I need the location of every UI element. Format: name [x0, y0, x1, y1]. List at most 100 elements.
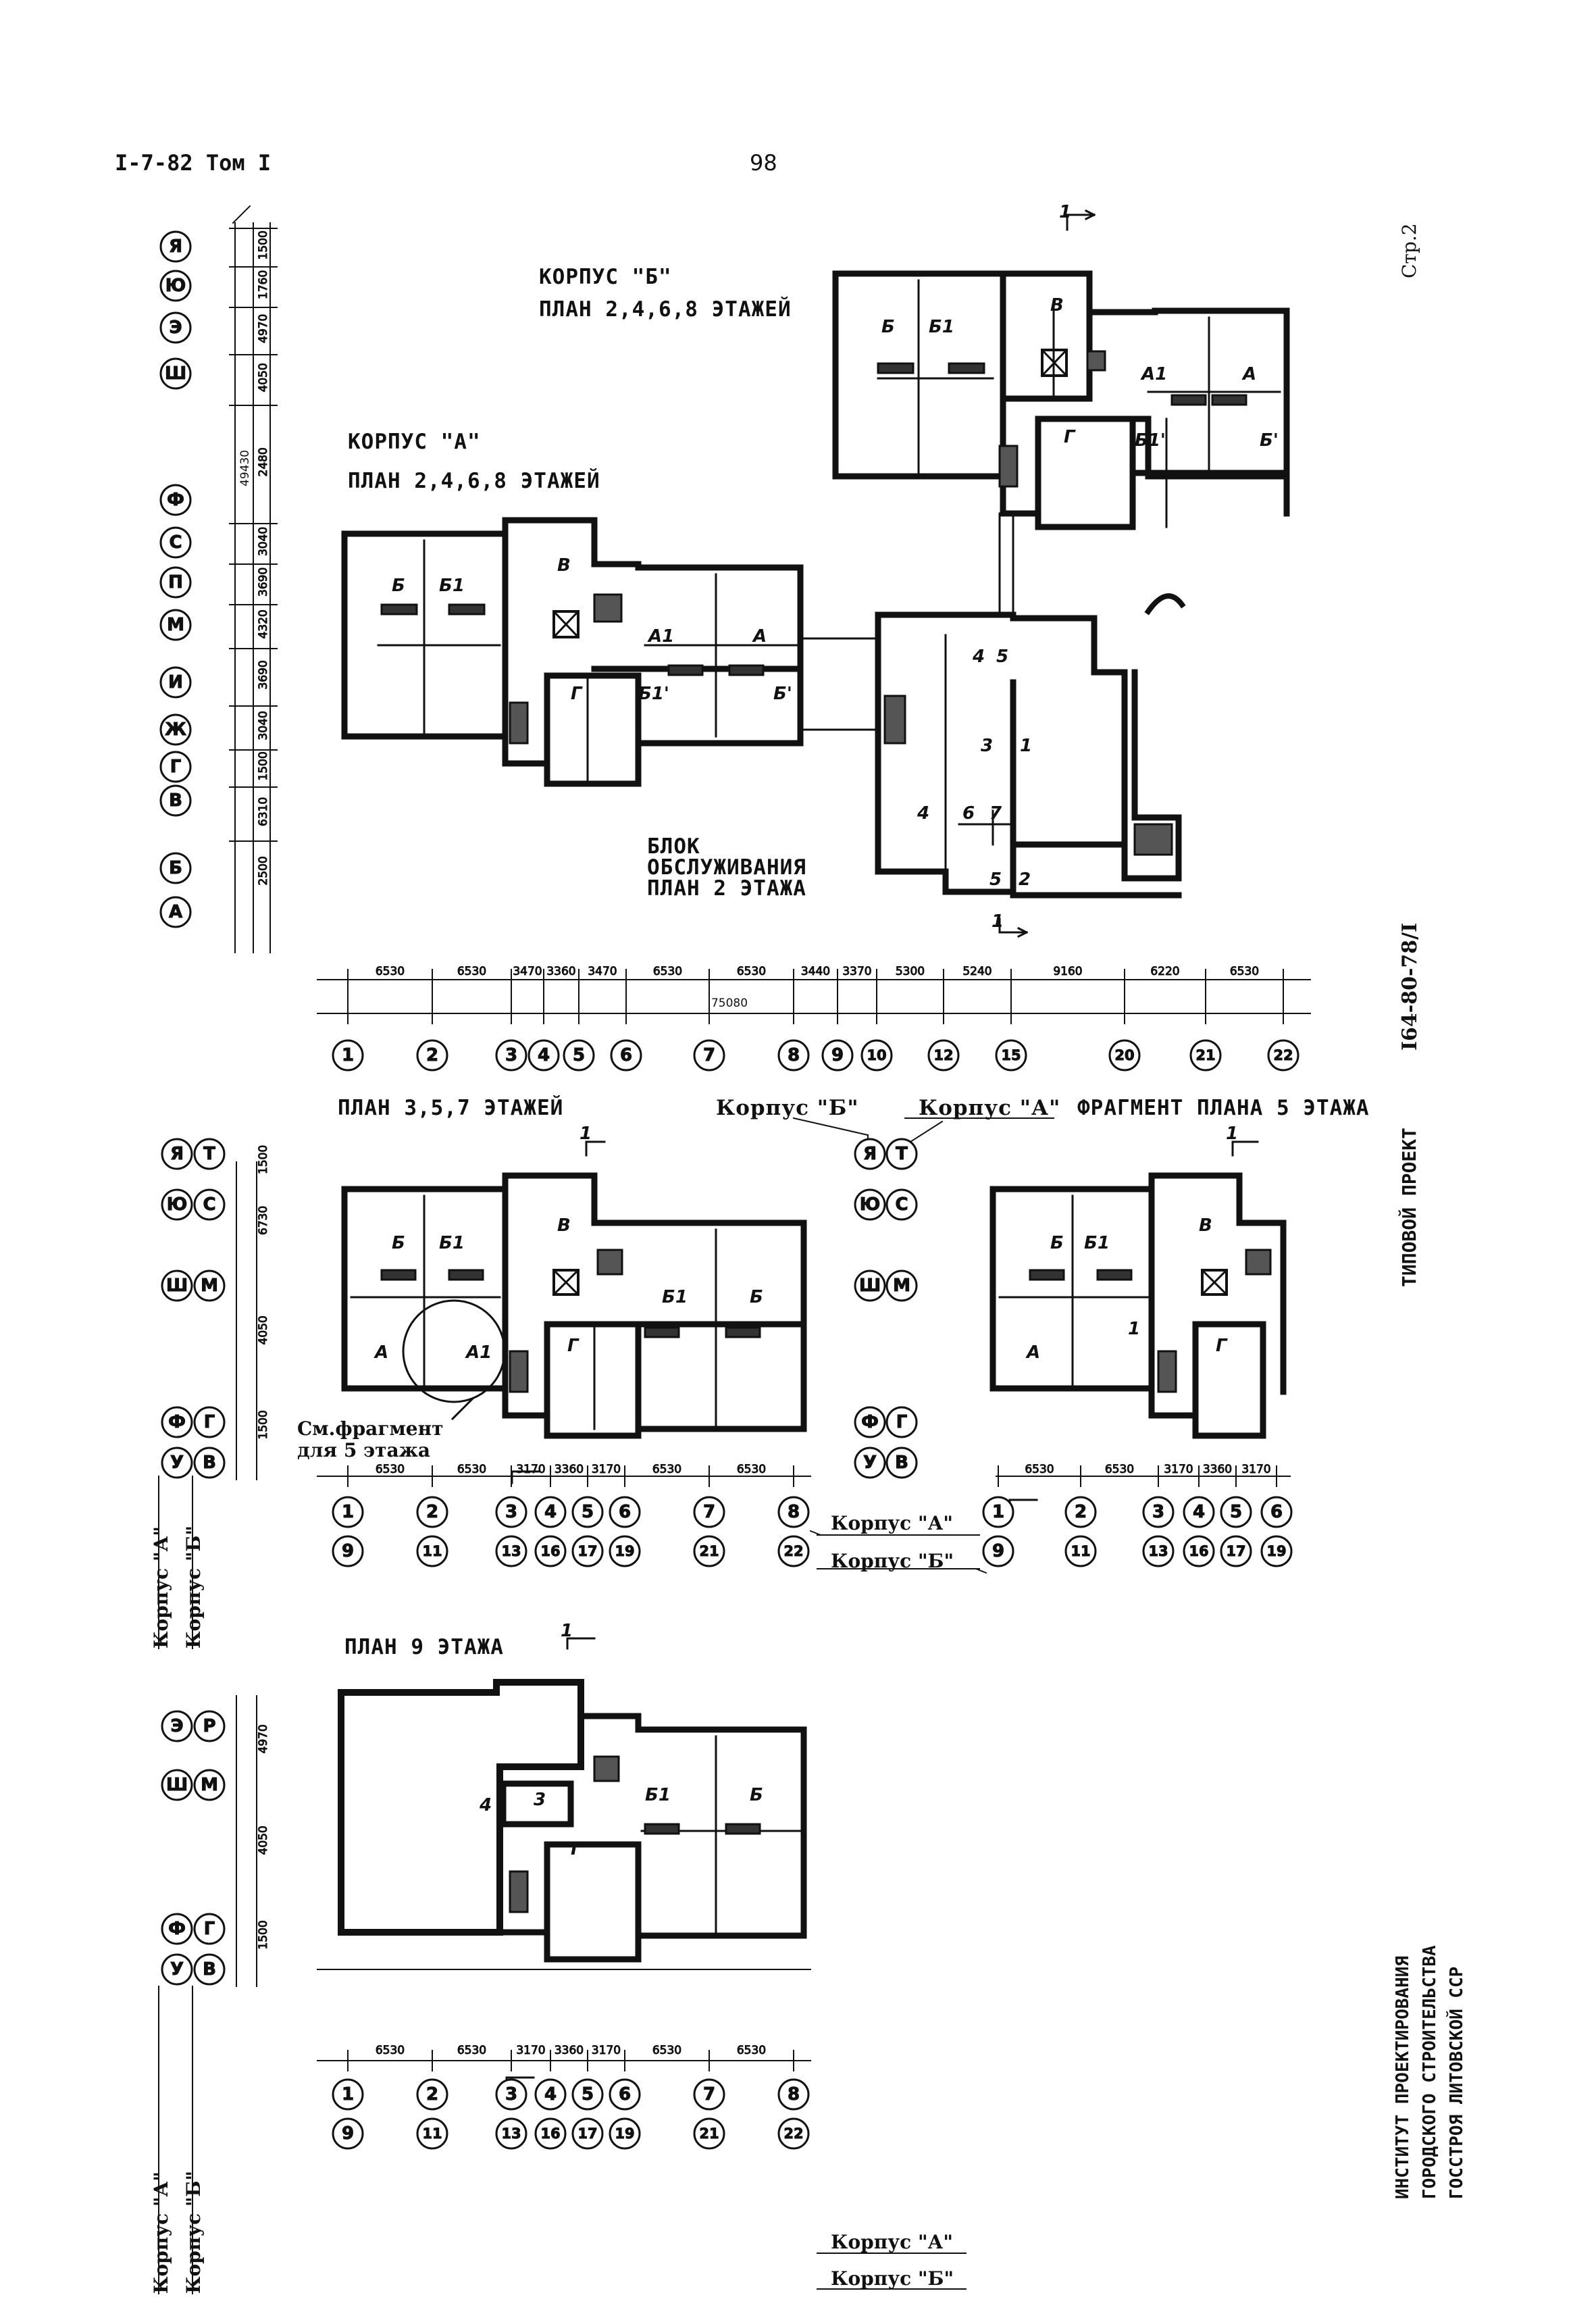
- axis-bubble-2-label: Э: [169, 318, 182, 338]
- bot-hdim-6: 6530: [737, 2044, 766, 2057]
- top-hdim-13: 6530: [1230, 965, 1259, 978]
- frag-b-number-1: 11: [1064, 1535, 1097, 1567]
- service-block-title: БЛОК: [647, 834, 700, 859]
- mid-pair-left-0: Я: [161, 1138, 193, 1170]
- mid-a-number-3-label: 4: [544, 1502, 557, 1522]
- mid-pair-left-1-label: Ю: [167, 1194, 188, 1215]
- korpus-a-plan-title: ПЛАН 2,4,6,8 ЭТАЖЕЙ: [348, 469, 600, 493]
- top-vdim-11: 6310: [257, 797, 270, 826]
- frag-b-number-0: 9: [982, 1535, 1014, 1567]
- bot-a-number-3: 4: [534, 2078, 567, 2111]
- bot-pair-right-2-label: Г: [204, 1919, 215, 1939]
- top-vdim-12: 2500: [257, 856, 270, 885]
- axis-bubble-6-label: П: [168, 572, 183, 593]
- frag-pair-left-4-label: У: [863, 1453, 877, 1473]
- frag-pair-left-0: Я: [854, 1138, 886, 1170]
- room-6-service: 6: [962, 803, 975, 824]
- frag-hdim-0: 6530: [1025, 1463, 1054, 1476]
- mid-pair-right-0-label: Т: [203, 1144, 215, 1164]
- bot-pair-left-3-label: У: [170, 1959, 184, 1980]
- mid-pair-right-3: Г: [193, 1406, 226, 1438]
- bot-korpus-b-right: Корпус "Б": [831, 2267, 954, 2290]
- bot-a-number-1: 2: [416, 2078, 448, 2111]
- frag-pair-left-1-label: Ю: [860, 1194, 881, 1215]
- top-hdim-8: 3370: [842, 965, 871, 978]
- bot-korpus-a-right: Корпус "А": [831, 2231, 953, 2253]
- mid-a-number-5: 6: [609, 1496, 641, 1528]
- bot-pair-left-0-label: Э: [170, 1716, 183, 1736]
- bot-a-number-6: 7: [693, 2078, 725, 2111]
- plan-9-interior: [509, 1735, 802, 1937]
- axis-bubble-3: Ш: [159, 357, 192, 390]
- bot-a-number-5-label: 6: [619, 2084, 631, 2105]
- frag-a-number-2-label: 3: [1152, 1502, 1164, 1522]
- mid-pair-left-0-label: Я: [170, 1144, 184, 1164]
- bot-a-number-0-label: 1: [342, 2084, 354, 2105]
- axis-number-9: 9: [821, 1039, 854, 1072]
- section-mark-b: 1: [1059, 202, 1071, 222]
- mid-a-number-0-label: 1: [342, 1502, 354, 1522]
- room-labels: Б Б1 В А1 А Г Б1' Б' Б Б1 В А1 А Г Б1' Б…: [374, 295, 1279, 1859]
- room-bp-korpus-a: Б': [773, 684, 792, 704]
- mid-pair-right-3-label: Г: [204, 1412, 215, 1432]
- room-4-plan9: 4: [479, 1795, 492, 1815]
- frag-pair-right-1: С: [885, 1188, 918, 1221]
- bot-pair-right-1: М: [193, 1769, 226, 1801]
- bot-a-number-5: 6: [609, 2078, 641, 2111]
- axis-number-20-label: 20: [1114, 1047, 1134, 1063]
- room-b1-plan9: Б1: [645, 1785, 671, 1805]
- axis-number-12: 12: [927, 1039, 960, 1072]
- bot-a-number-4: 5: [571, 2078, 604, 2111]
- mid-vdim-0: 1500: [257, 1145, 270, 1174]
- axis-bubble-9: Ж: [159, 713, 192, 746]
- korpus-b-title: КОРПУС "Б": [539, 265, 672, 289]
- frag-hdim-3: 3360: [1203, 1463, 1232, 1476]
- bot-pair-right-3: В: [193, 1953, 226, 1986]
- frag-a-number-4-label: 5: [1230, 1502, 1242, 1522]
- bot-b-number-4-label: 17: [577, 2126, 597, 2142]
- room-b1-korpus-b: Б1: [929, 317, 954, 337]
- axis-number-12-label: 12: [933, 1047, 953, 1063]
- room-4-service-bottom: 4: [917, 803, 929, 824]
- room-b1-plan357: Б1: [439, 1233, 465, 1253]
- frag-b-number-0-label: 9: [992, 1541, 1004, 1561]
- korpus-a-plan: [341, 517, 804, 787]
- top-vdim-2: 4970: [257, 314, 270, 343]
- top-vdim-6: 3690: [257, 568, 270, 597]
- section-mark-fragment: 1: [1226, 1124, 1238, 1144]
- top-vdim-4: 2480: [257, 447, 270, 476]
- axis-bubble-7-label: М: [167, 615, 184, 635]
- plan-357-interior: [350, 1194, 761, 1430]
- mid-pair-left-4-label: У: [170, 1453, 184, 1473]
- frag-b-number-2-label: 13: [1148, 1543, 1168, 1559]
- axis-bubble-7: М: [159, 609, 192, 641]
- axis-number-10: 10: [860, 1039, 893, 1072]
- axis-number-3: 3: [495, 1039, 527, 1072]
- mid-korpus-a-right: Корпус "А": [831, 1512, 953, 1534]
- frag-pair-left-4: У: [854, 1447, 886, 1479]
- bot-pair-left-1-label: Ш: [166, 1775, 188, 1795]
- axis-number-1-label: 1: [342, 1045, 354, 1065]
- room-b-korpus-b: Б: [881, 317, 895, 337]
- bot-a-number-4-label: 5: [582, 2084, 594, 2105]
- top-vdim-9: 3040: [257, 711, 270, 740]
- frag-pair-left-1: Ю: [854, 1188, 886, 1221]
- top-hdim-4: 3470: [588, 965, 617, 978]
- top-vdim-8: 3690: [257, 660, 270, 689]
- bot-b-number-3-label: 16: [540, 2126, 560, 2142]
- room-7-service: 7: [989, 803, 1002, 824]
- bot-vdim-0: 4970: [257, 1724, 270, 1753]
- axis-bubble-11: В: [159, 784, 192, 817]
- mid-hdim-0: 6530: [376, 1463, 405, 1476]
- mid-axis-lines: [158, 1117, 1291, 1649]
- top-vdim-1: 1760: [257, 270, 270, 299]
- room-2-service: 2: [1019, 870, 1031, 890]
- mid-b-number-6-label: 21: [699, 1543, 719, 1559]
- axis-number-22-label: 22: [1273, 1047, 1293, 1063]
- mid-b-number-7-label: 22: [783, 1543, 803, 1559]
- axis-bubble-13: А: [159, 896, 192, 928]
